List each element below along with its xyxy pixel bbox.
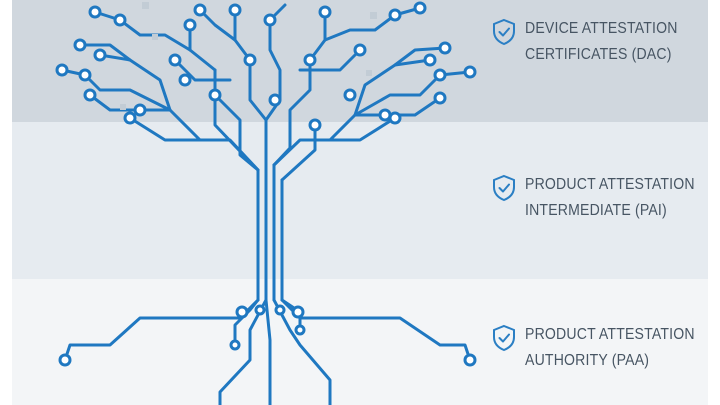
canopy-trace [198,8,237,42]
circuit-node [268,93,282,107]
root-node [58,353,72,367]
circuit-node [88,5,102,19]
circuit-node [353,43,367,57]
root-node [254,304,266,316]
decorative-squares [120,2,377,110]
canopy-trace [83,73,172,112]
circuit-node [433,91,447,105]
circuit-node [243,53,257,67]
root-node [274,304,286,316]
circuit-node [78,68,92,82]
circuit-node [303,53,317,67]
circuit-node [93,48,107,62]
circuit-node [463,65,477,79]
circuit-node [83,88,97,102]
circuit-node [168,53,182,67]
canopy-trace [323,13,397,42]
circuit-node [318,5,332,19]
paa-tier-band [12,279,708,405]
circuit-node [183,18,197,32]
circuit-node [228,3,242,17]
circuit-node [413,1,427,15]
canopy-trace [98,53,172,112]
tier-title-line2: AUTHORITY (PAA) [525,352,650,369]
canopy-trace [213,93,260,172]
canopy-trace [393,46,447,67]
canopy-trace [353,58,432,117]
canopy-trace [88,93,142,112]
root-node [235,305,249,319]
tier-title-line2: INTERMEDIATE (PAI) [525,202,667,219]
pai-tier-label: PRODUCT ATTESTATION INTERMEDIATE (PAI) [491,172,718,224]
canopy-trace [264,18,282,122]
circuit-node [388,8,402,22]
canopy-trace [298,48,362,72]
paa-tier-label: PRODUCT ATTESTATION AUTHORITY (PAA) [491,322,718,374]
root-node [229,339,241,351]
circuit-node [438,41,452,55]
right-margin [708,0,720,405]
left-margin [0,0,12,405]
circuit-traces [60,3,472,405]
circuit-nodes [55,1,477,367]
circuit-node [343,88,357,102]
dac-tier-label: DEVICE ATTESTATION CERTIFICATES (DAC) [491,16,698,68]
shield-check-icon [493,18,515,46]
circuit-node [423,53,437,67]
tier-title-line2: CERTIFICATES (DAC) [525,46,672,63]
root-trace [63,298,260,362]
canopy-trace [173,58,232,82]
canopy-trace [78,43,132,62]
canopy-trace [308,10,327,62]
pai-tier-band [12,122,708,279]
circuit-node [123,111,137,125]
root-trace [218,298,268,405]
tier-title-line1: PRODUCT ATTESTATION [525,326,695,343]
circuit-node [208,88,222,102]
canopy-trace [128,116,202,142]
circuit-node [133,103,147,117]
circuit-node [193,3,207,17]
circuit-node [73,38,87,52]
canopy-trace [213,68,260,172]
canopy-trace [353,73,442,117]
shield-check-icon [493,324,515,352]
canopy-trace [248,58,268,162]
canopy-trace [280,123,317,182]
root-node [291,305,305,319]
root-node [294,324,306,336]
circuit-node [388,111,402,125]
circuit-node [55,63,69,77]
root-trace [272,298,332,405]
root-node [463,353,477,367]
canopy-trace [233,8,252,62]
shield-check-icon [493,174,515,202]
canopy-trace [272,58,312,167]
root-trace [280,298,472,362]
tier-title-line1: PRODUCT ATTESTATION [525,176,695,193]
canopy-trace [188,23,217,72]
circuit-node [178,73,192,87]
root-trace [264,298,272,405]
tier-title-line1: DEVICE ATTESTATION [525,20,678,37]
circuit-node [113,13,127,27]
circuit-node [433,68,447,82]
circuit-node [378,108,392,122]
canopy-trace [328,116,397,142]
circuit-node [308,118,322,132]
circuit-node [263,13,277,27]
